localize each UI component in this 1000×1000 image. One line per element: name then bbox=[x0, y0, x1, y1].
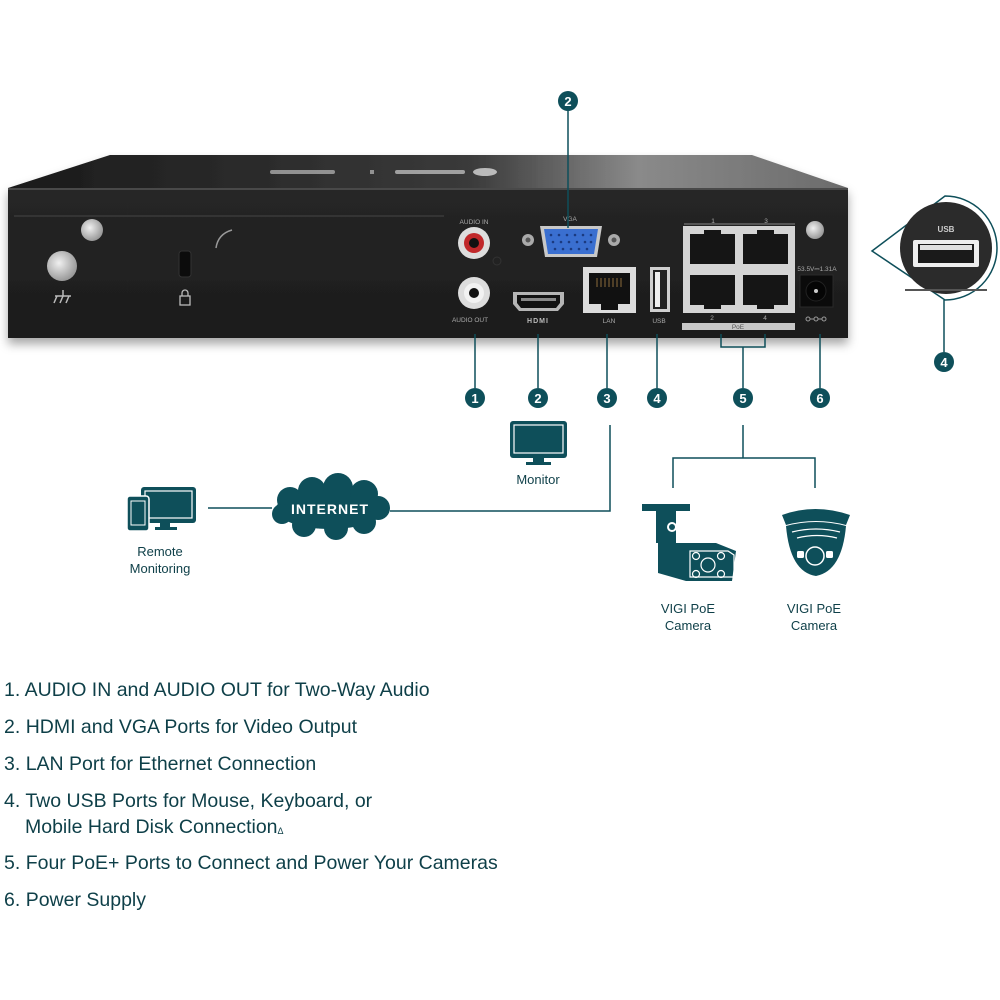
svg-text:5: 5 bbox=[739, 391, 746, 406]
poe-label-bar bbox=[682, 323, 795, 330]
callout-badge-6: 6 bbox=[810, 388, 830, 408]
internet-label: INTERNET bbox=[291, 501, 369, 517]
callout-badge-3: 3 bbox=[597, 388, 617, 408]
feature-item: 4. Two USB Ports for Mouse, Keyboard, or… bbox=[4, 783, 564, 840]
monitor-icon bbox=[510, 421, 567, 465]
svg-text:1: 1 bbox=[471, 391, 478, 406]
callout-badge-2: 2 bbox=[528, 388, 548, 408]
svg-text:Camera: Camera bbox=[665, 618, 712, 633]
poe-camera-links bbox=[672, 425, 816, 488]
feature-list: 1. AUDIO IN and AUDIO OUT for Two-Way Au… bbox=[4, 672, 564, 919]
poe-port-1-label: 1 bbox=[711, 218, 715, 225]
poe-port-3-label: 3 bbox=[764, 218, 768, 225]
svg-text:Camera: Camera bbox=[791, 618, 838, 633]
svg-text:Monitoring: Monitoring bbox=[130, 561, 191, 576]
screw-icon bbox=[81, 219, 103, 241]
power-rating-label: 53.5V⎓1.31A bbox=[797, 266, 837, 273]
svg-text:2: 2 bbox=[564, 94, 571, 109]
callout-badge-5: 5 bbox=[733, 388, 753, 408]
polarity-symbol-icon bbox=[805, 316, 827, 322]
usb-label: USB bbox=[652, 318, 665, 325]
kensington-lock-icon bbox=[179, 289, 191, 306]
feature-item: 3. LAN Port for Ethernet Connection bbox=[4, 753, 317, 775]
lan-label: LAN bbox=[603, 318, 616, 325]
monitor-label: Monitor bbox=[516, 472, 560, 487]
usb-port-icon[interactable] bbox=[650, 267, 670, 312]
hdmi-label: HDMI bbox=[527, 318, 549, 325]
vga-port-icon[interactable] bbox=[522, 226, 620, 257]
svg-text:3: 3 bbox=[603, 391, 610, 406]
svg-text:4: 4 bbox=[940, 355, 948, 370]
lan-link-line bbox=[390, 425, 611, 512]
audio-in-label: AUDIO IN bbox=[460, 219, 489, 226]
vga-label: VGA bbox=[563, 216, 577, 223]
camera2-label: VIGI PoE bbox=[787, 601, 842, 616]
kensington-slot bbox=[178, 250, 192, 278]
poe-port-4-label: 4 bbox=[763, 315, 767, 322]
callout-lines bbox=[474, 334, 821, 388]
callout-badge-4: 4 bbox=[647, 388, 667, 408]
camera1-label: VIGI PoE bbox=[661, 601, 716, 616]
screw-icon bbox=[806, 221, 824, 239]
usb-zoom-label: USB bbox=[938, 225, 955, 234]
feature-item: 6. Power Supply bbox=[4, 889, 147, 911]
remote-monitoring-label: Remote bbox=[137, 544, 183, 559]
feature-item: 1. AUDIO IN and AUDIO OUT for Two-Way Au… bbox=[4, 679, 430, 701]
brand-logo bbox=[270, 168, 497, 176]
remote-monitoring-icon bbox=[126, 487, 196, 532]
panel-mark bbox=[215, 229, 233, 249]
audio-out-label: AUDIO OUT bbox=[452, 317, 488, 324]
poe-port-icon[interactable] bbox=[690, 230, 788, 309]
poe-port-2-label: 2 bbox=[710, 315, 714, 322]
usb-zoom-inset: USB 4 bbox=[870, 195, 998, 372]
nvr-connection-diagram: AUDIO IN AUDIO OUT VGA HDMI LAN bbox=[8, 91, 998, 633]
poe-label: PoE bbox=[732, 324, 745, 331]
bullet-camera-icon bbox=[642, 504, 736, 581]
internet-cloud-icon bbox=[272, 473, 390, 540]
ground-screw-icon bbox=[47, 251, 77, 281]
feature-item: 5. Four PoE+ Ports to Connect and Power … bbox=[4, 852, 498, 874]
svg-text:4: 4 bbox=[653, 391, 661, 406]
svg-text:2: 2 bbox=[534, 391, 541, 406]
ground-symbol-icon bbox=[53, 290, 71, 304]
callout-badge-1: 1 bbox=[465, 388, 485, 408]
feature-item: 2. HDMI and VGA Ports for Video Output bbox=[4, 716, 357, 738]
dc-power-jack-icon[interactable] bbox=[799, 274, 834, 308]
hdmi-port-icon[interactable] bbox=[513, 292, 564, 311]
callout-badge-vga: 2 bbox=[558, 91, 578, 111]
feature-item-continuation: Mobile Hard Disk ConnectionΔ bbox=[25, 816, 284, 838]
footnote-mark: Δ bbox=[277, 826, 284, 836]
lan-port-icon[interactable] bbox=[583, 267, 636, 313]
svg-text:6: 6 bbox=[816, 391, 823, 406]
dome-camera-icon bbox=[782, 509, 850, 576]
